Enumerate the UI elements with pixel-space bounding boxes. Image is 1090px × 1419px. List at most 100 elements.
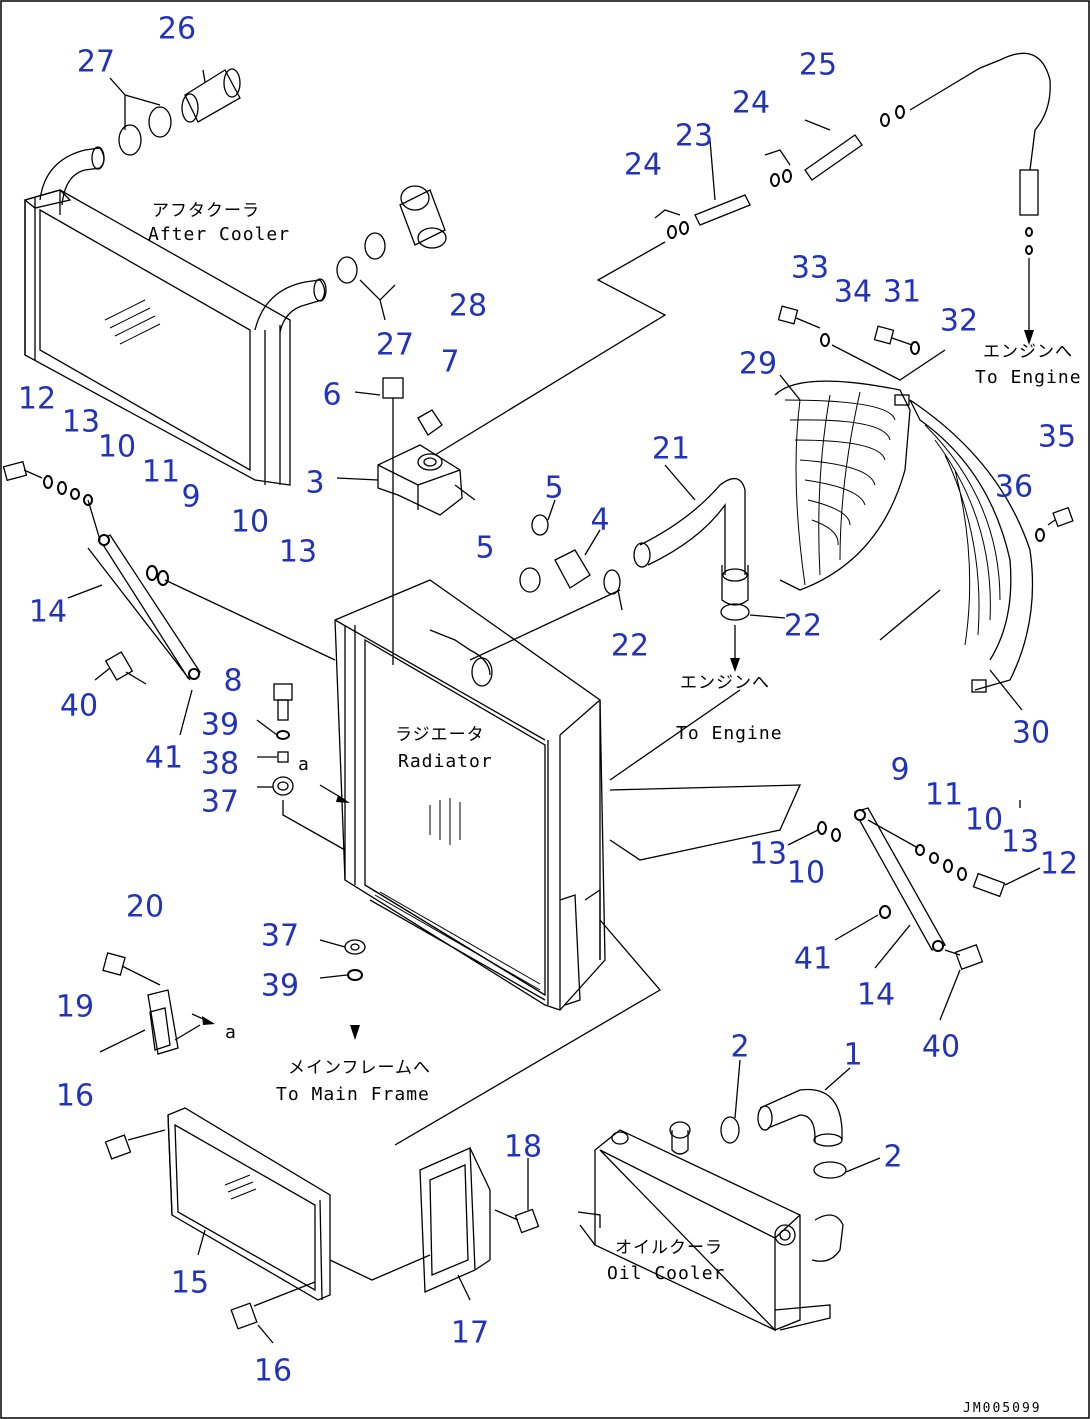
hose-1: [757, 1088, 843, 1147]
callout-13c: 13: [1001, 825, 1039, 860]
callout-31: 31: [883, 275, 921, 310]
oil-cooler: [577, 1121, 844, 1332]
callout-10a: 10: [98, 430, 136, 465]
callout-28: 28: [449, 289, 487, 324]
to-engine-mid-en: To Engine: [676, 723, 783, 744]
callout-11b: 11: [925, 778, 963, 813]
washers-10-13-left: [146, 565, 169, 586]
callout-7: 7: [440, 345, 459, 380]
pipe-24: [764, 149, 792, 187]
callout-37a: 37: [201, 785, 239, 820]
ref-a-arrow-label: a: [298, 754, 310, 775]
callout-5a: 5: [544, 471, 563, 506]
cap-7: [417, 409, 443, 436]
right-stay-leader: [609, 784, 802, 861]
clamp-2-lower: [813, 1157, 881, 1179]
cooler-15: [167, 1107, 331, 1301]
to-engine-mid-jp: エンジンへ: [680, 673, 770, 693]
callout-14a: 14: [29, 595, 67, 630]
pipe-23: [654, 194, 751, 239]
callout-35: 35: [1038, 420, 1076, 455]
callout-21: 21: [652, 432, 690, 467]
callout-15: 15: [171, 1266, 209, 1301]
callout-12a: 12: [18, 382, 56, 417]
oil-cooler-label-jp: オイルクーラ: [615, 1238, 723, 1258]
hose-21: [633, 478, 749, 606]
callout-5b: 5: [475, 531, 494, 566]
radiator-to-bracket-leader: [394, 919, 662, 1146]
callout-22b: 22: [784, 609, 822, 644]
hose-26: [181, 68, 241, 123]
callout-10b: 10: [231, 505, 269, 540]
callout-36: 36: [995, 470, 1033, 505]
callout-37b: 37: [261, 919, 299, 954]
callout-10d: 10: [787, 856, 825, 891]
oil-cooler-label-en: Oil Cooler: [607, 1263, 725, 1284]
callout-33: 33: [791, 251, 829, 286]
after-cooler-fins: [104, 299, 161, 345]
callout-16a: 16: [56, 1079, 94, 1114]
mount-bolt-8: a: [272, 683, 350, 851]
fan-guard-29: [774, 380, 911, 591]
fan-guard-leader: [879, 589, 941, 641]
callout-13b: 13: [279, 535, 317, 570]
hose-leader: [469, 589, 621, 661]
mount-hardware-lower: [319, 939, 366, 1040]
callout-39b: 39: [261, 969, 299, 1004]
hose-4-clamps-5: [519, 499, 591, 593]
left-stay-leader: [164, 579, 336, 661]
after-cooler-label-jp: アフタクーラ: [152, 201, 260, 221]
callout-1: 1: [843, 1038, 862, 1073]
callout-2b: 2: [883, 1140, 902, 1175]
callout-34: 34: [834, 275, 872, 310]
callout-12b: 12: [1040, 847, 1078, 882]
callout-numbers: 1223455678991010101011111212131313131414…: [18, 12, 1078, 1389]
callout-2a: 2: [730, 1030, 749, 1065]
callout-40a: 40: [60, 689, 98, 724]
callout-13a: 13: [62, 405, 100, 440]
clamp-22-right: [720, 603, 786, 672]
callout-16b: 16: [254, 1354, 292, 1389]
callout-3: 3: [305, 466, 324, 501]
clamps-27-mid: [336, 232, 396, 321]
radiator-label-en: Radiator: [398, 751, 493, 772]
clamp-2-upper: [720, 1059, 741, 1144]
bolt-16-top: [104, 1129, 166, 1160]
to-engine-top-en: To Engine: [975, 367, 1082, 388]
bolt-18: [494, 1208, 540, 1234]
hose-28: [399, 185, 447, 249]
bolt-6: [382, 377, 404, 665]
callout-19: 19: [56, 990, 94, 1025]
callout-18: 18: [504, 1130, 542, 1165]
washers-left-9-13: [43, 475, 101, 541]
callout-23: 23: [675, 119, 713, 154]
reservoir-tank: [377, 444, 476, 516]
after-cooler: アフタクーラ After Cooler: [23, 146, 327, 486]
radiator: ラジエータ Radiator: [334, 579, 606, 1011]
bracket-19: a: [99, 989, 237, 1055]
callout-20: 20: [126, 890, 164, 925]
callout-4: 4: [590, 503, 609, 538]
callout-14b: 14: [857, 978, 895, 1013]
callout-8: 8: [223, 664, 242, 699]
callout-41b: 41: [794, 942, 832, 977]
callout-24a: 24: [732, 86, 770, 121]
callout-24b: 24: [624, 148, 662, 183]
fan-guard-bolts: [777, 305, 1074, 542]
bracket-17: [419, 1147, 491, 1293]
ref-a-bracket-label: a: [225, 1022, 237, 1043]
to-main-frame-en: To Main Frame: [276, 1084, 430, 1105]
bolt-40-left: [104, 651, 147, 685]
stay-14-left: [87, 534, 201, 681]
clamps-27-top: [109, 77, 172, 156]
bolt-16-bottom: [230, 1281, 316, 1330]
stay-14-right: [817, 807, 1006, 971]
bolt-20: [102, 952, 161, 986]
bolt-12-left: [2, 460, 43, 482]
pipe-25: [804, 52, 1051, 345]
callout-27b: 27: [376, 328, 414, 363]
radiator-label-jp: ラジエータ: [395, 725, 485, 745]
callout-38: 38: [201, 747, 239, 782]
